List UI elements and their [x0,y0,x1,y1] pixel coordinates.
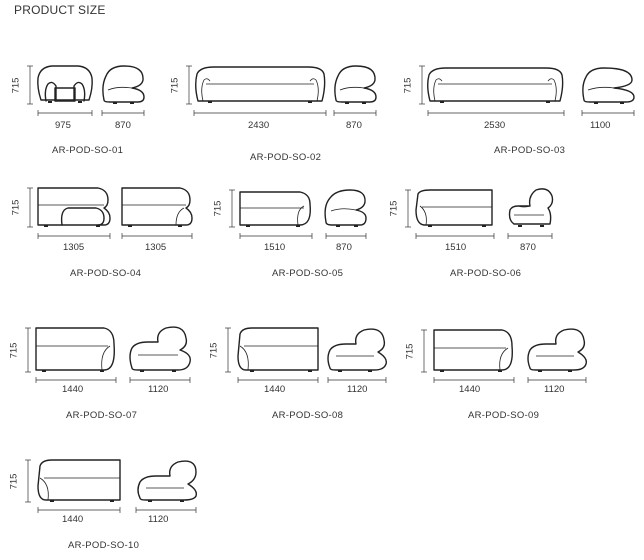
p3-code: AR-POD-SO-03 [494,145,566,156]
p7-side-view [129,326,191,372]
p9-side-depth: 1120 [544,384,565,395]
p8-code: AR-POD-SO-08 [272,410,344,421]
p9-code: AR-POD-SO-09 [468,410,540,421]
p9-front-view [433,329,513,372]
p2-height-label: 715 [169,77,181,94]
p6-side-view [508,188,554,227]
p1-height-label: 715 [10,77,22,94]
p8-side-depth: 1120 [347,384,368,395]
p4-height-label: 715 [10,199,22,216]
p10-code: AR-POD-SO-10 [68,540,140,551]
p3-front-view [427,67,564,103]
p4-code: AR-POD-SO-04 [70,268,142,279]
p1-front-width: 975 [55,120,71,131]
p5-front-width: 1510 [264,242,286,253]
p7-side-depth: 1120 [148,384,169,395]
page-title: PRODUCT SIZE [14,3,106,17]
p2-side-view [334,65,377,104]
p4-front-width: 1305 [63,242,85,253]
p9-height-label: 715 [404,343,416,360]
p1-side-view [102,65,145,104]
p2-front-view [195,66,326,103]
p3-height-label: 715 [402,77,414,94]
p10-front-width: 1440 [62,514,84,525]
p9-side-view [527,328,588,372]
p6-height-label: 715 [388,200,400,217]
p10-side-view [137,460,198,502]
p5-front-view [239,191,311,227]
p2-code: AR-POD-SO-02 [250,152,322,163]
p5-side-view [324,189,367,227]
p6-front-width: 1510 [445,242,467,253]
p7-front-width: 1440 [62,384,84,395]
p10-front-view [37,459,121,502]
p7-code: AR-POD-SO-07 [66,410,138,421]
dimension-lines [25,65,635,513]
p4-side-view [121,187,193,227]
p9-front-width: 1440 [459,384,481,395]
p1-front-view [37,65,93,103]
p10-height-label: 715 [8,473,20,490]
p5-side-depth: 870 [336,242,352,253]
p3-front-width: 2530 [484,120,506,131]
p5-height-label: 715 [212,200,224,217]
p2-side-depth: 870 [346,120,362,131]
p3-side-depth: 1100 [590,120,611,131]
p5-code: AR-POD-SO-05 [272,268,344,279]
p7-front-view [35,327,115,372]
p8-front-width: 1440 [264,384,286,395]
p10-side-depth: 1120 [148,514,169,525]
p1-side-depth: 870 [115,120,131,131]
p2-front-width: 2430 [248,120,270,131]
p4-side-depth: 1305 [145,242,167,253]
p3-side-view [582,67,635,104]
p6-code: AR-POD-SO-06 [450,268,522,279]
p8-front-view [237,327,319,372]
p1-code: AR-POD-SO-01 [52,145,124,156]
p6-side-depth: 870 [520,242,536,253]
p6-front-view [415,189,493,227]
p4-front-view [37,187,111,227]
p8-side-view [327,328,388,372]
p7-height-label: 715 [8,342,20,359]
p8-height-label: 715 [208,342,220,359]
